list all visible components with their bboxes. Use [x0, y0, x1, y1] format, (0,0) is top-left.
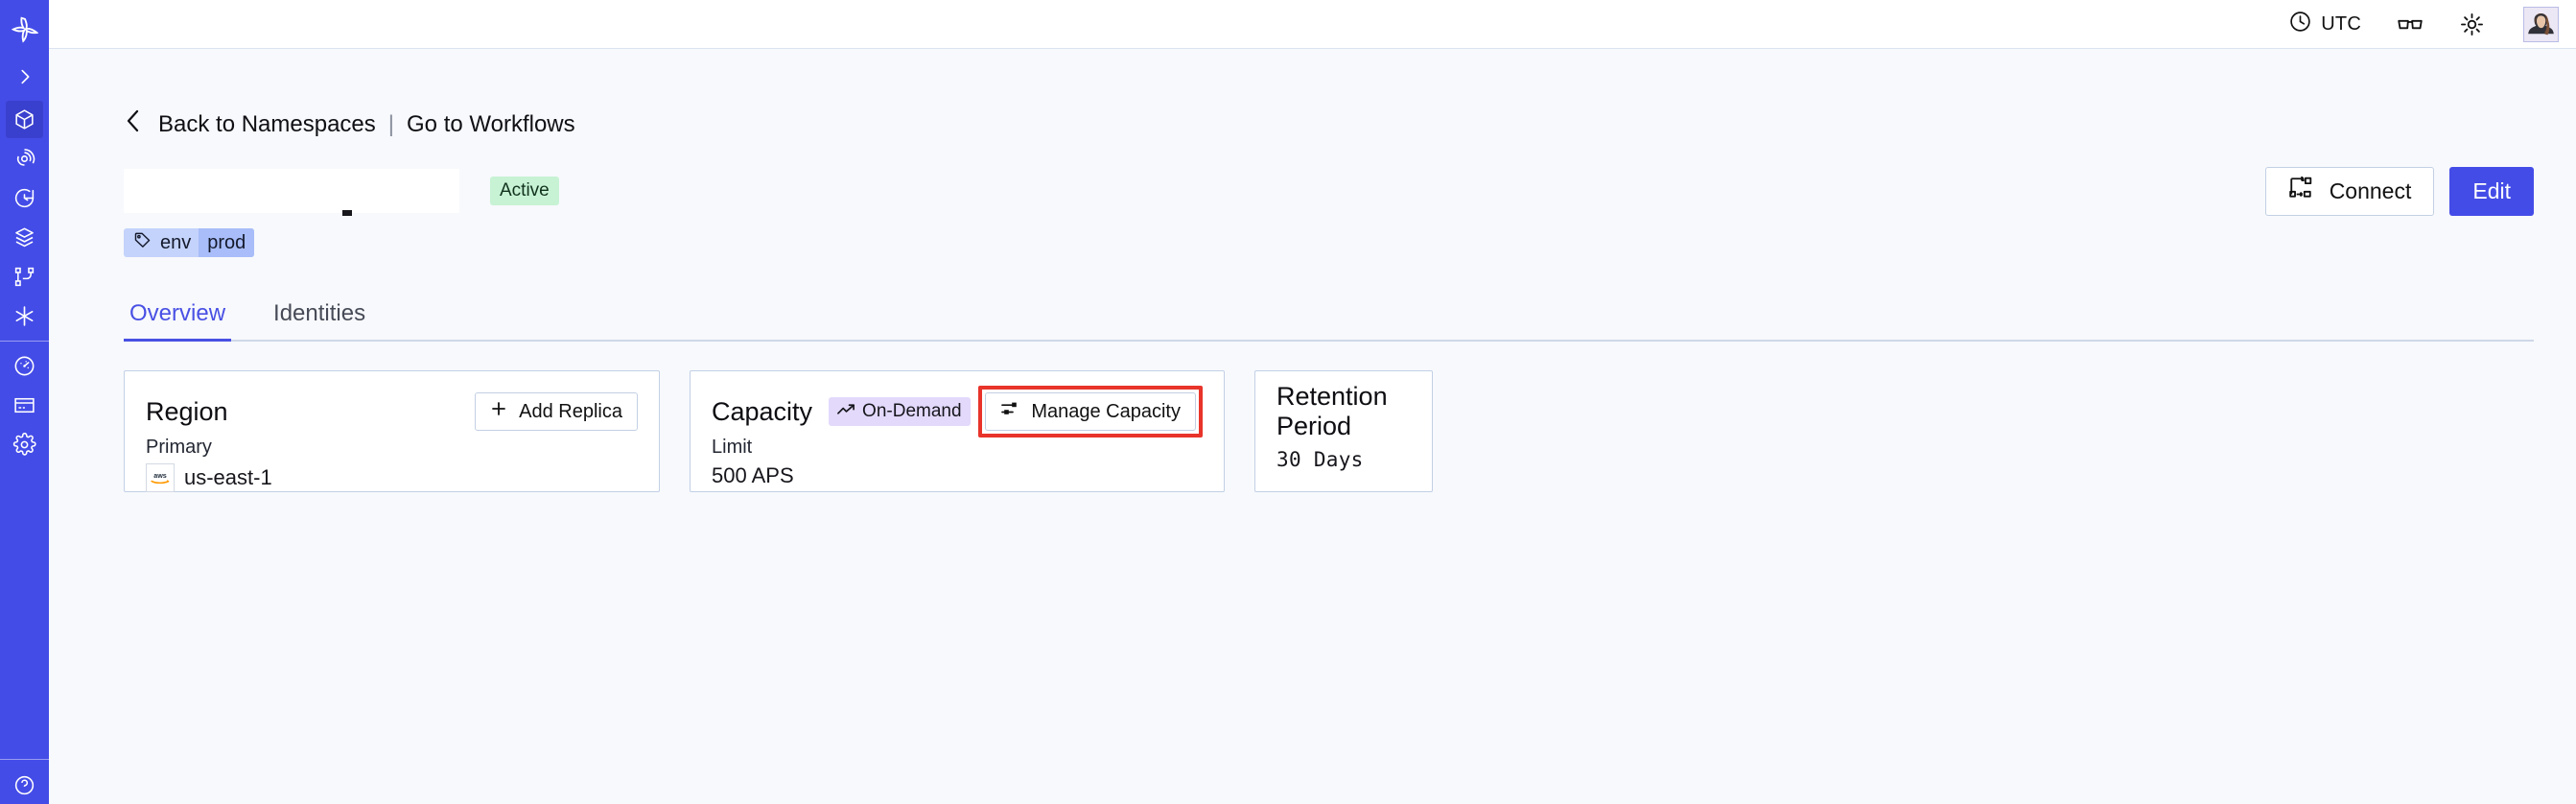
sidebar — [0, 0, 49, 804]
retention-card: Retention Period 30 Days — [1254, 370, 1433, 492]
manage-capacity-label: Manage Capacity — [1031, 400, 1181, 422]
breadcrumb-separator: | — [387, 110, 395, 137]
manage-capacity-button[interactable]: Manage Capacity — [985, 392, 1196, 431]
sun-icon[interactable] — [2459, 12, 2485, 37]
timezone-selector[interactable]: UTC — [2288, 10, 2361, 38]
sidebar-item-billing[interactable] — [6, 387, 43, 424]
capacity-card-header: Capacity On-Demand — [712, 386, 1203, 437]
edit-button[interactable]: Edit — [2449, 166, 2534, 216]
sidebar-item-observability[interactable] — [6, 140, 43, 177]
back-to-namespaces-link[interactable]: Back to Namespaces — [124, 108, 376, 140]
sidebar-primary-group — [0, 100, 49, 336]
sidebar-item-nexus[interactable] — [6, 297, 43, 335]
aws-logo-icon: aws — [146, 463, 175, 492]
main-area: UTC — [49, 0, 2576, 804]
svg-text:aws: aws — [153, 471, 167, 480]
tag-icon — [133, 231, 152, 255]
capacity-card: Capacity On-Demand — [690, 370, 1225, 492]
plus-icon — [490, 400, 507, 423]
capacity-mode-label: On-Demand — [862, 401, 962, 421]
add-replica-button[interactable]: Add Replica — [475, 392, 638, 431]
sidebar-divider-bottom — [0, 759, 49, 760]
header-actions: Connect Edit — [2264, 166, 2534, 216]
tab-bar: Overview Identities — [124, 292, 2534, 342]
connect-flow-icon — [2288, 176, 2313, 205]
tag-row: env prod — [124, 228, 2534, 257]
region-value: us-east-1 — [184, 465, 272, 489]
sliders-icon — [1000, 400, 1019, 423]
sidebar-item-settings[interactable] — [6, 426, 43, 463]
status-badge: Active — [490, 176, 559, 206]
glasses-icon[interactable] — [2396, 10, 2424, 38]
region-primary-label: Primary — [146, 437, 212, 458]
timezone-label: UTC — [2321, 12, 2361, 35]
tag-value: prod — [199, 228, 255, 257]
sidebar-expand-button[interactable] — [0, 54, 49, 100]
sidebar-item-usage[interactable] — [6, 347, 43, 385]
tab-identities[interactable]: Identities — [273, 300, 366, 326]
connect-label: Connect — [2329, 177, 2412, 203]
page-content: Back to Namespaces | Go to Workflows Act… — [49, 49, 2576, 804]
avatar[interactable] — [2523, 6, 2559, 42]
sidebar-item-schedules[interactable] — [6, 179, 43, 217]
capacity-mode-badge: On-Demand — [829, 397, 971, 426]
breadcrumb: Back to Namespaces | Go to Workflows — [124, 108, 2534, 140]
retention-card-title: Retention Period — [1276, 382, 1388, 440]
retention-value: 30 Days — [1276, 448, 1364, 471]
capacity-limit-value: 500 APS — [712, 463, 794, 487]
chevron-left-icon — [124, 108, 143, 140]
sidebar-divider — [0, 341, 49, 342]
sidebar-secondary-group — [0, 346, 49, 464]
namespace-tag[interactable]: env prod — [124, 228, 255, 257]
sidebar-item-namespaces[interactable] — [6, 101, 43, 138]
region-value-row: aws us-east-1 — [146, 463, 638, 492]
tag-key: env — [160, 231, 192, 253]
trending-up-icon — [837, 401, 855, 422]
namespace-title — [124, 169, 459, 216]
tab-overview[interactable]: Overview — [124, 300, 232, 342]
go-to-workflows-link[interactable]: Go to Workflows — [407, 110, 575, 137]
retention-card-header: Retention Period — [1276, 382, 1411, 440]
namespace-header: Active Connect — [124, 166, 2534, 216]
clock-icon — [2288, 10, 2312, 38]
capacity-card-title: Capacity — [712, 396, 813, 426]
connect-button[interactable]: Connect — [2264, 166, 2435, 216]
region-card-title: Region — [146, 396, 228, 426]
sidebar-item-batch-operations[interactable] — [6, 219, 43, 256]
capacity-limit-label: Limit — [712, 437, 753, 458]
sidebar-item-workflows[interactable] — [6, 258, 43, 296]
back-to-namespaces-label: Back to Namespaces — [158, 110, 376, 137]
region-card: Region Add Replica Primary — [124, 370, 660, 492]
sidebar-item-help[interactable] — [6, 766, 43, 803]
overview-cards: Region Add Replica Primary — [124, 370, 2534, 492]
manage-capacity-highlight: Manage Capacity — [978, 386, 1203, 437]
topbar: UTC — [49, 0, 2576, 49]
add-replica-label: Add Replica — [519, 400, 622, 422]
region-card-header: Region Add Replica — [146, 390, 638, 433]
temporal-logo-icon[interactable] — [0, 5, 49, 54]
